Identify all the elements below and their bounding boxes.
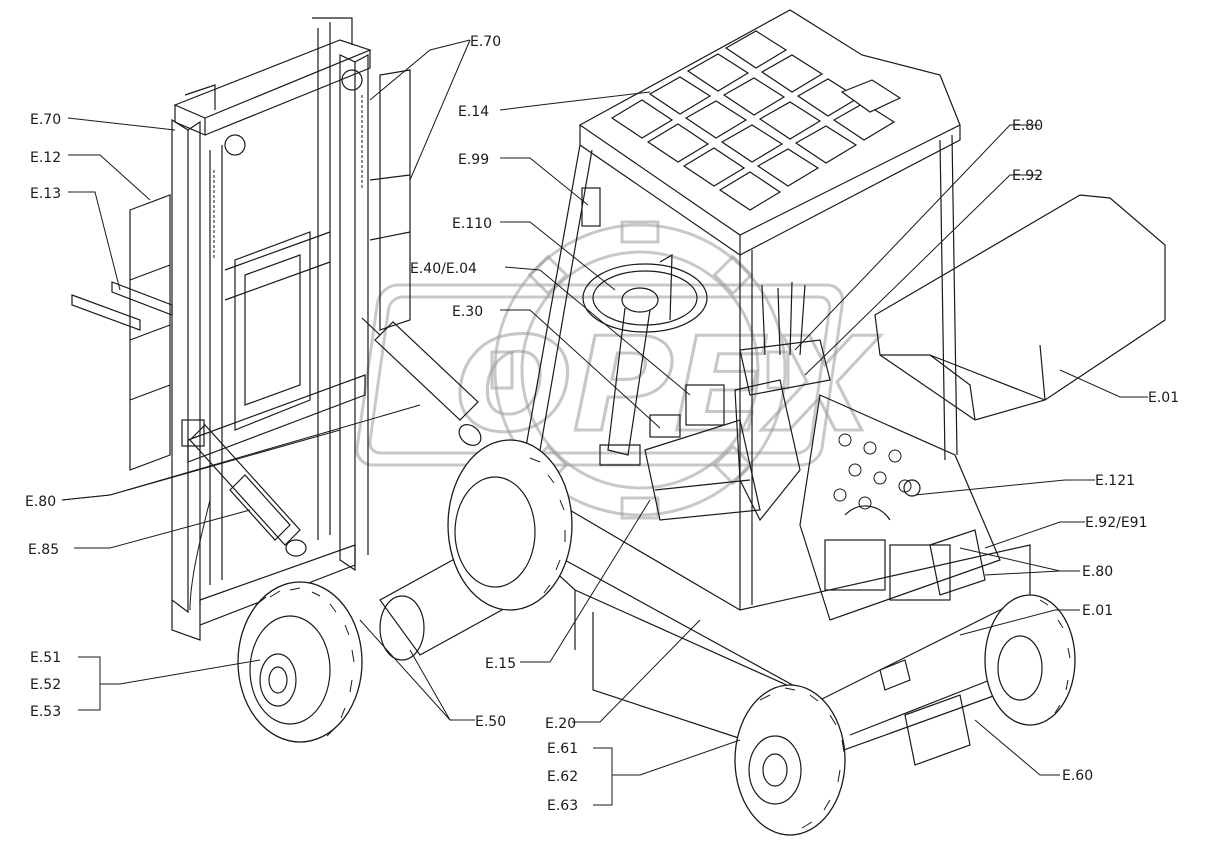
- label-e62: E.62: [547, 769, 578, 785]
- label-e80-top: E.80: [1012, 118, 1043, 134]
- steering-column: [582, 253, 831, 466]
- label-e63: E.63: [547, 798, 578, 814]
- rear-right-wheel: [984, 594, 1076, 726]
- operator-seat: [644, 379, 801, 522]
- label-e15: E.15: [485, 656, 516, 672]
- counterweight-cover: [874, 194, 1166, 421]
- label-e70-left: E.70: [30, 112, 61, 128]
- part-labels: E.70 E.70 E.12 E.13 E.14 E.99 E.110 E.40…: [25, 34, 1179, 814]
- label-e53: E.53: [30, 704, 61, 720]
- label-e61: E.61: [547, 741, 578, 757]
- label-e92: E.92: [1012, 168, 1043, 184]
- label-e85: E.85: [28, 542, 59, 558]
- label-e20: E.20: [545, 716, 576, 732]
- front-right-wheel: [447, 439, 573, 611]
- label-e13: E.13: [30, 186, 61, 202]
- overhead-guard: [519, 9, 961, 610]
- label-e110: E.110: [452, 216, 492, 232]
- label-e40-e04: E.40/E.04: [410, 261, 477, 277]
- label-e99: E.99: [458, 152, 489, 168]
- label-e01-top: E.01: [1148, 390, 1179, 406]
- label-e80-left: E.80: [25, 494, 56, 510]
- label-e12: E.12: [30, 150, 61, 166]
- engine-bay: [799, 394, 1001, 621]
- label-e14: E.14: [458, 104, 489, 120]
- front-left-wheel: [237, 581, 363, 743]
- rear-left-wheel: [734, 684, 846, 836]
- label-e51: E.51: [30, 650, 61, 666]
- label-e60: E.60: [1062, 768, 1093, 784]
- watermark-text: OPEX: [455, 309, 881, 461]
- mast-assembly: [71, 17, 482, 641]
- label-e50: E.50: [475, 714, 506, 730]
- label-e52: E.52: [30, 677, 61, 693]
- label-e121: E.121: [1095, 473, 1135, 489]
- label-e80-right: E.80: [1082, 564, 1113, 580]
- leader-lines: [61, 39, 1148, 806]
- label-e70-top: E.70: [470, 34, 501, 50]
- label-e01-right: E.01: [1082, 603, 1113, 619]
- label-e92-e91: E.92/E91: [1085, 515, 1148, 531]
- label-e30: E.30: [452, 304, 483, 320]
